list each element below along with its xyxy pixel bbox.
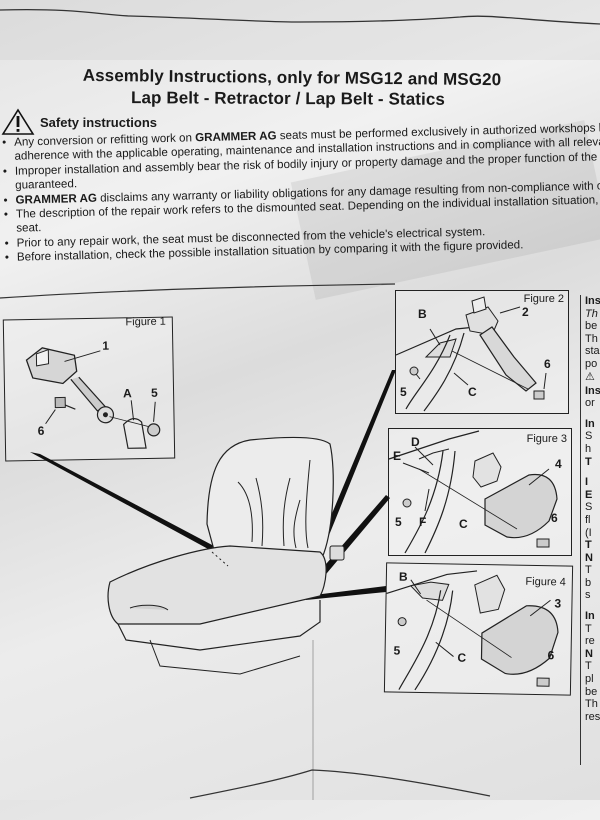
- right-col-line: T: [585, 539, 592, 552]
- right-col-line: s: [585, 589, 591, 602]
- right-col-line: be: [585, 685, 598, 698]
- callout-4: 4: [555, 457, 562, 471]
- figure-2: Figure 2 B 2 5 C 6: [395, 290, 569, 414]
- callout-B: B: [418, 307, 427, 321]
- section-divider: [0, 283, 396, 299]
- figure-label: Figure 3: [526, 433, 567, 445]
- callout-C: C: [459, 517, 468, 531]
- right-col-line: In: [585, 417, 595, 430]
- callout-E: E: [393, 449, 402, 463]
- right-col-line: T: [585, 660, 592, 673]
- right-col-line: res: [585, 710, 600, 723]
- callout-C: C: [468, 385, 477, 399]
- right-col-line: re: [585, 635, 595, 648]
- right-col-line: N: [585, 647, 593, 660]
- callout-D: D: [411, 435, 420, 449]
- right-col-line: Ins: [585, 295, 600, 307]
- warning-triangle-icon: [1, 108, 35, 135]
- top-edge-line: [0, 9, 600, 25]
- right-col-line: T: [585, 455, 592, 468]
- callout-2: 2: [522, 305, 529, 319]
- callout-6: 6: [544, 357, 551, 371]
- right-col-line: N: [585, 551, 593, 564]
- retractor-illustration: [395, 296, 547, 412]
- right-col-line: In: [585, 610, 595, 623]
- right-col-line: fl: [585, 513, 591, 526]
- right-col-line: be: [585, 320, 598, 333]
- right-col-line: E: [585, 488, 593, 501]
- bottom-fold-line: [189, 769, 491, 799]
- callout-F: F: [419, 515, 427, 529]
- right-col-line: S: [585, 501, 593, 514]
- safety-heading-text: Safety instructions: [40, 114, 158, 130]
- right-col-line: h: [585, 442, 592, 455]
- right-col-line: T: [585, 622, 592, 635]
- retractor-illustration: [388, 430, 558, 554]
- right-col-warning-icon: ⚠: [585, 370, 595, 383]
- figure-1: Figure 1 1 A 5 6: [2, 316, 176, 462]
- right-col-line: Ins: [585, 384, 600, 397]
- figure-4: Figure 4 B 3 5 C 6: [383, 562, 574, 696]
- figure-label: Figure 2: [523, 293, 564, 305]
- safety-heading: Safety instructions: [1, 108, 158, 136]
- right-col-line: T: [585, 564, 592, 577]
- seat-illustration: [30, 370, 396, 675]
- right-col-line: Th: [585, 307, 598, 320]
- right-col-line: Th: [585, 332, 598, 345]
- retractor-illustration: [386, 570, 559, 691]
- right-col-line: or: [585, 397, 595, 410]
- right-column-text: Ins Th be Th sta po ⚠ Ins or In S h T I …: [580, 295, 600, 765]
- right-col-line: pl: [585, 673, 594, 686]
- callout-5: 5: [395, 515, 402, 529]
- right-col-line: S: [585, 430, 593, 443]
- callout-5: 5: [400, 385, 407, 399]
- right-col-line: b: [585, 576, 592, 589]
- connector-wedge: [30, 452, 214, 550]
- right-col-line: Th: [585, 698, 598, 711]
- belt-buckle-illustration: [25, 347, 161, 449]
- figure-3: Figure 3 D E 4 5 F C 6: [388, 428, 572, 556]
- right-col-line: po: [585, 357, 598, 370]
- callout-6: 6: [551, 511, 558, 525]
- right-col-line: (I: [585, 526, 592, 539]
- right-col-line: sta: [585, 345, 600, 358]
- right-col-line: I: [585, 476, 589, 489]
- connector-wedge: [306, 586, 386, 600]
